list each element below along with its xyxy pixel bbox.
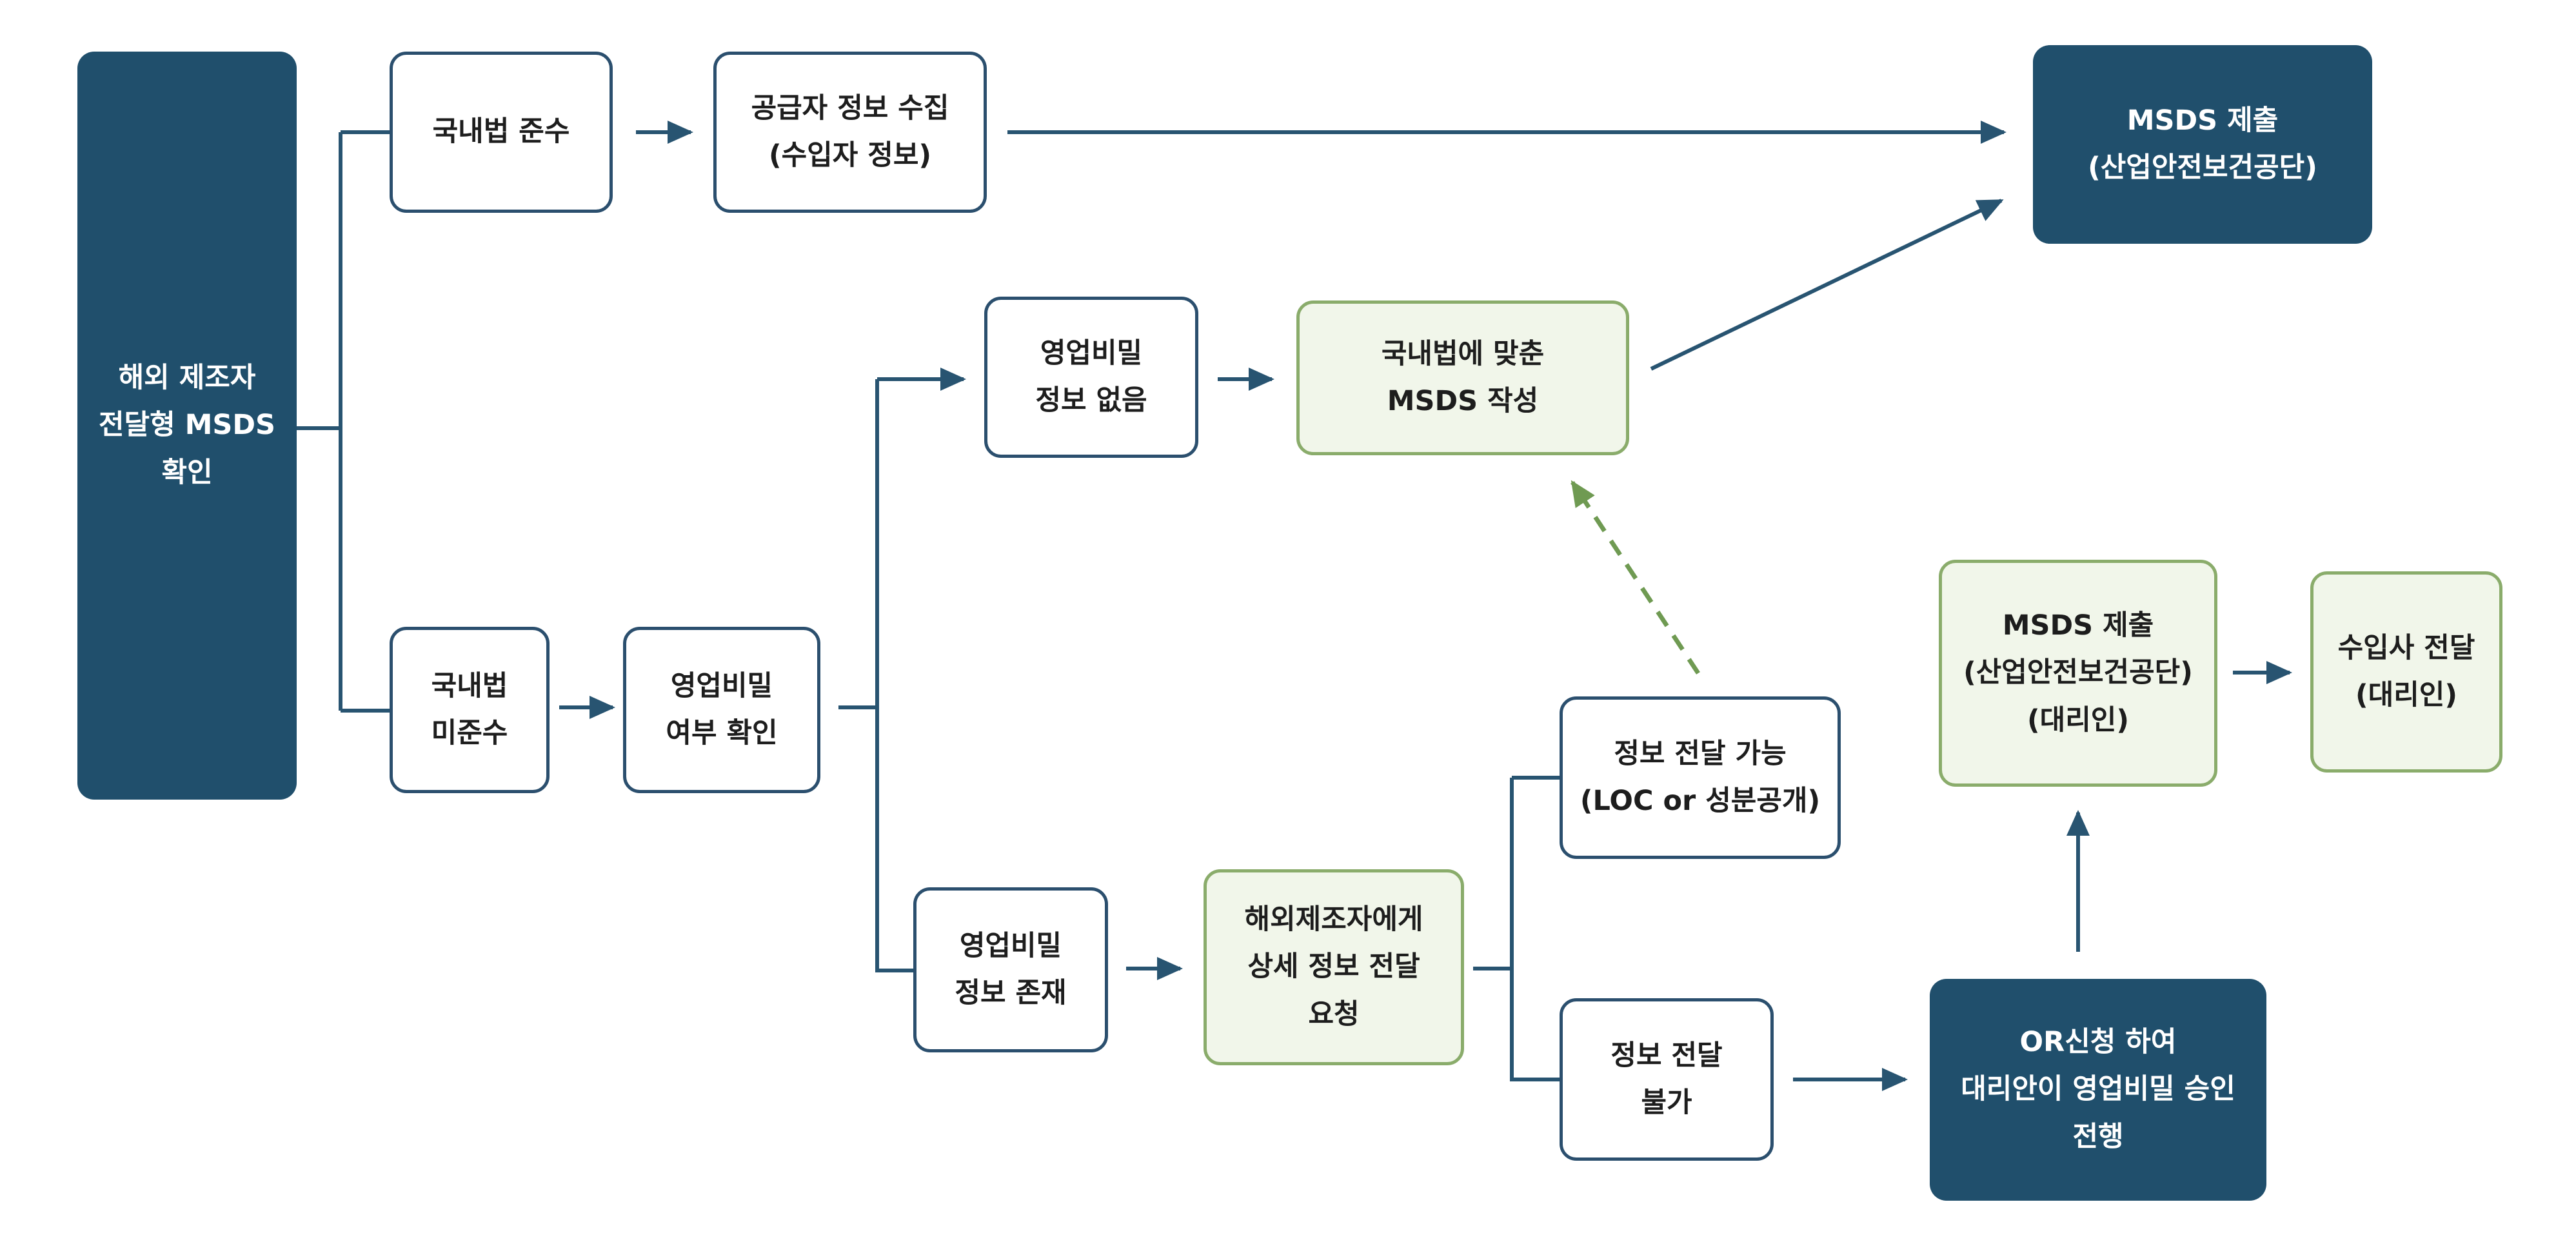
- or-application-line-2: 대리안이 영업비밀 승인: [1961, 1073, 2235, 1106]
- start-line-1: 해외 제조자: [118, 362, 256, 395]
- domestic-compliant-box: 국내법 준수: [390, 52, 613, 213]
- connector-start-branch: [297, 130, 390, 713]
- request-details-line-1: 해외제조자에게: [1244, 903, 1423, 936]
- msds-submit-top-line-2: (산업안전보건공단): [2088, 152, 2317, 184]
- msds-submit-top-line-1: MSDS 제출: [2126, 104, 2279, 137]
- start-box: 해외 제조자 전달형 MSDS 확인: [77, 52, 297, 800]
- supplier-info-box: 공급자 정보 수집 (수입자 정보): [713, 52, 987, 213]
- no-trade-secret-line-2: 정보 없음: [1035, 384, 1147, 417]
- no-trade-secret-line-1: 영업비밀: [1040, 337, 1143, 369]
- info-impossible-line-2: 불가: [1641, 1087, 1692, 1119]
- start-line-2: 전달형 MSDS: [98, 409, 276, 442]
- request-details-line-2: 상세 정보 전달: [1247, 951, 1420, 983]
- connector-info-branch: [1473, 776, 1560, 1081]
- connector-secret-branch: [838, 379, 913, 972]
- start-line-3: 확인: [161, 456, 213, 489]
- write-msds-line-1: 국내법에 맞춘: [1381, 337, 1545, 370]
- write-msds-box: 국내법에 맞춘 MSDS 작성: [1296, 300, 1629, 455]
- info-possible-line-1: 정보 전달 가능: [1614, 737, 1787, 770]
- dashed-arrow-possible-to-write: [1570, 480, 1700, 675]
- importer-delivery-line-1: 수입사 전달: [2337, 631, 2475, 664]
- or-application-box: OR신청 하여 대리안이 영업비밀 승인 전행: [1930, 979, 2266, 1201]
- trade-secret-check-line-1: 영업비밀: [670, 669, 773, 702]
- supplier-info-line-1: 공급자 정보 수집: [751, 92, 949, 124]
- domestic-noncompliant-line-1: 국내법: [431, 669, 508, 702]
- domestic-noncompliant-line-2: 미준수: [431, 717, 508, 749]
- msds-submit-agent-line-3: (대리인): [2027, 704, 2129, 736]
- trade-secret-check-line-2: 여부 확인: [666, 717, 778, 749]
- domestic-noncompliant-box: 국내법 미준수: [390, 627, 550, 793]
- write-msds-line-2: MSDS 작성: [1387, 385, 1539, 417]
- domestic-compliant-label: 국내법 준수: [432, 115, 570, 148]
- msds-submit-top-box: MSDS 제출 (산업안전보건공단): [2033, 45, 2372, 244]
- msds-submit-agent-box: MSDS 제출 (산업안전보건공단) (대리인): [1939, 560, 2217, 787]
- supplier-info-line-2: (수입자 정보): [768, 139, 932, 172]
- no-trade-secret-box: 영업비밀 정보 없음: [984, 297, 1198, 458]
- msds-submit-agent-line-2: (산업안전보건공단): [1963, 656, 2193, 689]
- msds-submit-agent-line-1: MSDS 제출: [2002, 609, 2154, 642]
- info-possible-box: 정보 전달 가능 (LOC or 성분공개): [1560, 696, 1841, 859]
- info-impossible-box: 정보 전달 불가: [1560, 998, 1774, 1161]
- or-application-line-1: OR신청 하여: [2019, 1026, 2177, 1059]
- info-impossible-line-1: 정보 전달: [1610, 1039, 1723, 1072]
- importer-delivery-line-2: (대리인): [2355, 679, 2457, 711]
- or-application-line-3: 전행: [2072, 1120, 2124, 1153]
- trade-secret-exists-box: 영업비밀 정보 존재: [913, 887, 1108, 1052]
- trade-secret-check-box: 영업비밀 여부 확인: [623, 627, 820, 793]
- request-details-box: 해외제조자에게 상세 정보 전달 요청: [1204, 869, 1464, 1065]
- importer-delivery-box: 수입사 전달 (대리인): [2310, 571, 2502, 773]
- trade-secret-exists-line-1: 영업비밀: [959, 929, 1062, 962]
- request-details-line-3: 요청: [1308, 998, 1360, 1030]
- trade-secret-exists-line-2: 정보 존재: [955, 977, 1067, 1009]
- info-possible-line-2: (LOC or 성분공개): [1580, 785, 1821, 817]
- arrow-write-to-submit: [1650, 199, 2004, 371]
